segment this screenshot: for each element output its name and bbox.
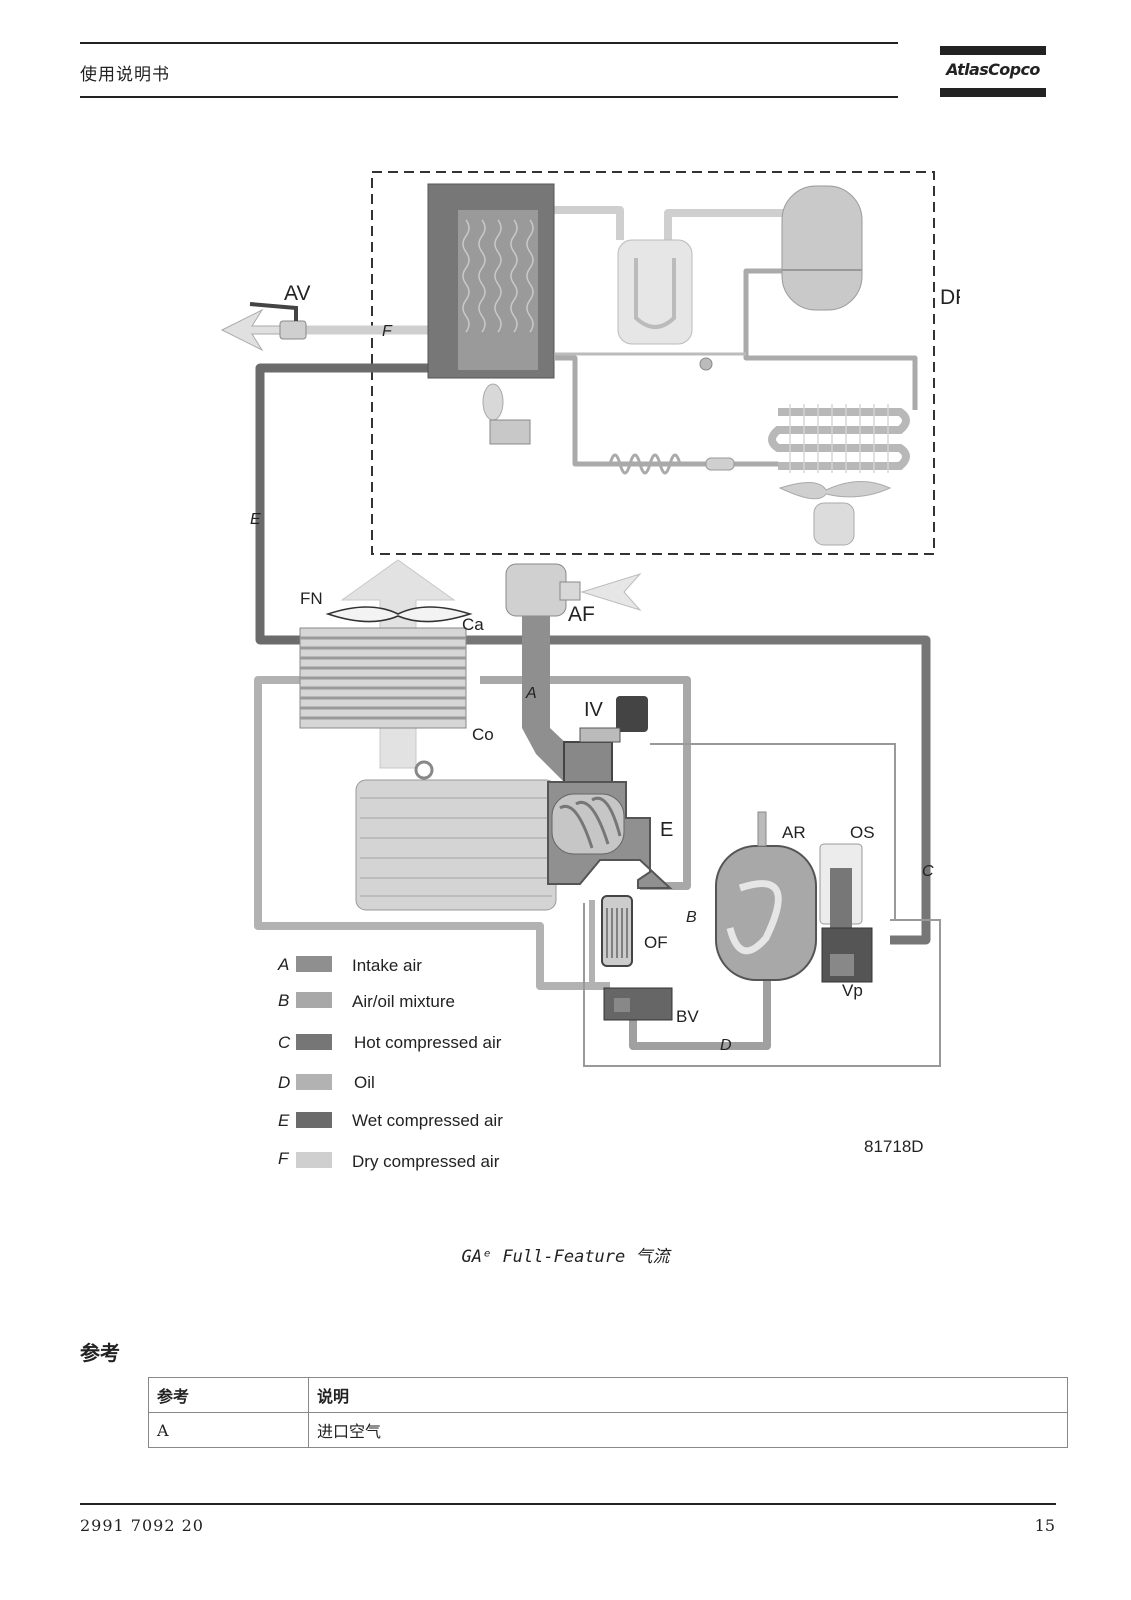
atlas-copco-logo: AtlasCopco	[940, 46, 1046, 100]
hot-air-line	[465, 635, 931, 945]
document-title: 使用说明书	[80, 65, 170, 85]
legend-text-f: Dry compressed air	[352, 1152, 500, 1171]
cooling-fan	[325, 606, 473, 623]
oil-line-bottom	[629, 968, 771, 1050]
label-ar: AR	[782, 823, 806, 842]
label-vp: Vp	[842, 981, 863, 1000]
label-a-line: A	[525, 685, 537, 702]
legend-key-b: B	[278, 991, 289, 1010]
header-top-rule	[80, 42, 898, 44]
label-e-element: E	[660, 819, 673, 841]
drive-motor	[355, 760, 557, 911]
table-cell-reference: A	[148, 1412, 309, 1448]
condensate-drain	[482, 383, 504, 421]
page-number: 15	[1034, 1516, 1055, 1535]
legend-text-e: Wet compressed air	[352, 1111, 503, 1130]
legend-swatch-f	[296, 1152, 332, 1168]
document-number: 2991 7092 20	[80, 1516, 204, 1535]
dryer-air-in-line	[664, 209, 785, 240]
logo-text: AtlasCopco	[946, 60, 1040, 79]
legend-swatch-b	[296, 992, 332, 1008]
condenser-fan	[778, 480, 892, 500]
label-bv: BV	[676, 1007, 699, 1026]
refrigerant-line-top	[743, 268, 918, 410]
section-title: 参考	[80, 1341, 120, 1365]
cooler-block	[299, 627, 467, 729]
intake-arrow	[580, 572, 642, 612]
label-b-line: B	[686, 909, 697, 926]
legend-text-a: Intake air	[352, 956, 422, 975]
table-cell-description: 进口空气	[308, 1412, 1068, 1448]
drain-valve	[489, 419, 531, 445]
label-av: AV	[284, 282, 310, 305]
legend-key-e: E	[278, 1111, 290, 1130]
legend-text-c: Hot compressed air	[354, 1033, 502, 1052]
legend-key-f: F	[278, 1149, 290, 1168]
column-header-description: 说明	[308, 1377, 1068, 1413]
inlet-valve	[563, 741, 613, 783]
legend-swatch-e	[296, 1112, 332, 1128]
label-co: Co	[472, 725, 494, 744]
footer-rule	[80, 1503, 1056, 1505]
control-line-bottom	[583, 903, 941, 1067]
refrigerant-line-bottom	[555, 355, 778, 467]
figure-code: 81718D	[864, 1137, 924, 1156]
legend-swatch-a	[296, 956, 332, 972]
outlet-valve-handle	[249, 302, 298, 321]
header-bottom-rule	[80, 96, 898, 98]
dryer-boundary	[371, 171, 935, 555]
legend-text-b: Air/oil mixture	[352, 992, 455, 1011]
refrigerant-condenser	[768, 408, 910, 470]
outlet-arrow	[220, 308, 281, 352]
oil-line-left	[254, 676, 610, 990]
intake-air-duct	[522, 616, 590, 794]
air-receiver	[715, 845, 817, 981]
label-fn: FN	[300, 589, 323, 608]
air-filter	[505, 563, 567, 617]
figure-caption: GAᵉ Full-Feature 气流	[461, 1247, 670, 1267]
label-e-line: E	[250, 511, 261, 528]
expansion-valve	[699, 357, 713, 371]
refrigerant-compressor	[781, 185, 863, 311]
outlet-valve	[279, 320, 307, 340]
capillary-coil	[608, 453, 682, 475]
fan-motor	[813, 502, 855, 546]
legend-key-c: C	[278, 1033, 291, 1052]
legend-key-d: D	[278, 1073, 290, 1092]
label-f: F	[382, 323, 393, 340]
dryer-air-out-line	[550, 206, 624, 240]
column-header-reference: 参考	[148, 1377, 309, 1413]
control-line-right	[650, 743, 896, 920]
legend-swatch-d	[296, 1074, 332, 1090]
legend-text-d: Oil	[354, 1073, 375, 1092]
label-dr: DR	[940, 286, 960, 309]
legend-swatch-c	[296, 1034, 332, 1050]
legend: A Intake air B Air/oil mixture C Hot com…	[277, 955, 503, 1171]
label-iv: IV	[584, 699, 604, 721]
inlet-valve-solenoid	[616, 696, 648, 732]
table-header-row: 参考 说明	[148, 1377, 1068, 1413]
label-d-line: D	[720, 1037, 732, 1054]
label-af: AF	[568, 603, 595, 626]
label-os: OS	[850, 823, 875, 842]
legend-key-a: A	[277, 955, 289, 974]
label-ca: Ca	[462, 615, 484, 634]
table-row: A 进口空气	[148, 1412, 1068, 1448]
dryer-filter	[705, 457, 735, 471]
airflow-diagram: AV F E DR FN Ca AF A IV Co E AR OS C B O…	[220, 171, 960, 1171]
label-of: OF	[644, 933, 668, 952]
label-c-line: C	[922, 863, 934, 880]
reference-table: 参考 说明 A 进口空气	[148, 1377, 1068, 1448]
